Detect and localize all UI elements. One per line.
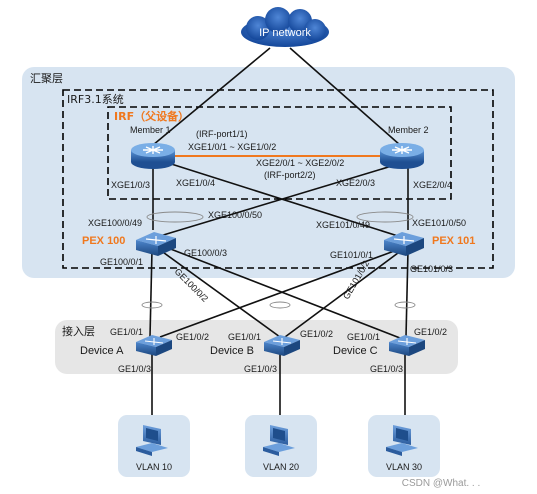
vlan10-pc-icon <box>136 425 168 456</box>
port-m1-xge103: XGE1/0/3 <box>111 180 150 190</box>
port-devb-ge3: GE1/0/3 <box>244 364 277 374</box>
member2-router-icon <box>380 143 424 169</box>
port-m1-xge104: XGE1/0/4 <box>176 178 215 188</box>
device-a-label: Device A <box>80 345 124 357</box>
links <box>149 47 409 420</box>
access-layer-label: 接入层 <box>62 325 95 338</box>
vlan30-pc-icon <box>386 425 418 456</box>
vlan10-area: VLAN 10 <box>118 415 190 477</box>
port-pex101-xge50: XGE101/0/50 <box>412 218 466 228</box>
device-b-label: Device B <box>210 345 254 357</box>
irf-parent-label: IRF（父设备） <box>114 109 189 123</box>
vlan30-label: VLAN 30 <box>386 462 422 472</box>
port-m2-xge203: XGE2/0/3 <box>336 178 375 188</box>
port-devc-ge1: GE1/0/1 <box>347 332 380 342</box>
port-devb-ge2: GE1/0/2 <box>300 329 333 339</box>
port-pex100-xge49: XGE100/0/49 <box>88 218 142 228</box>
port-devc-ge2: GE1/0/2 <box>414 327 447 337</box>
port-m2-xge204: XGE2/0/4 <box>413 180 452 190</box>
port-pex101-xge49: XGE101/0/49 <box>316 220 370 230</box>
member1-router-icon <box>131 143 175 169</box>
port-pex101-ge3: GE101/0/3 <box>410 264 453 274</box>
device-a-switch-icon <box>136 335 172 356</box>
port-pex100-ge3: GE100/0/3 <box>184 248 227 258</box>
cloud-label: IP network <box>259 27 311 39</box>
pex100-label: PEX 100 <box>82 235 125 247</box>
irf-system-box <box>62 89 494 269</box>
vlan20-area: VLAN 20 <box>245 415 317 477</box>
vlan10-label: VLAN 10 <box>136 462 172 472</box>
device-c-label: Device C <box>333 345 378 357</box>
vlan30-area: VLAN 30 <box>368 415 440 477</box>
link-aggregation-ellipses <box>141 211 416 309</box>
irf-port1-label: (IRF-port1/1) <box>196 129 248 139</box>
ip-network-cloud: IP network <box>241 7 329 47</box>
port-devb-ge1: GE1/0/1 <box>228 332 261 342</box>
member1-label: Member 1 <box>130 125 171 135</box>
port-pex101-ge1: GE101/0/1 <box>330 250 373 260</box>
vlan20-pc-icon <box>263 425 295 456</box>
pex100-switch-icon <box>136 232 176 256</box>
irf-port1-links: XGE1/0/1 ~ XGE1/0/2 <box>188 142 276 152</box>
irf-port2-links: XGE2/0/1 ~ XGE2/0/2 <box>256 158 344 168</box>
port-pex100-xge50: XGE100/0/50 <box>208 210 262 220</box>
device-c-switch-icon <box>389 335 425 356</box>
watermark: CSDN @What. . . <box>402 478 481 489</box>
irf-port2-label: (IRF-port2/2) <box>264 170 316 180</box>
device-b-switch-icon <box>264 335 300 356</box>
aggregation-layer-area <box>22 67 515 278</box>
port-pex100-ge1: GE100/0/1 <box>100 257 143 267</box>
pex101-switch-icon <box>384 232 424 256</box>
irf-system-label: IRF3.1系统 <box>67 93 124 106</box>
aggregation-layer-label: 汇聚层 <box>30 72 63 85</box>
port-deva-ge2: GE1/0/2 <box>176 332 209 342</box>
port-devc-ge3: GE1/0/3 <box>370 364 403 374</box>
member2-label: Member 2 <box>388 125 429 135</box>
vlan20-label: VLAN 20 <box>263 462 299 472</box>
port-deva-ge3: GE1/0/3 <box>118 364 151 374</box>
port-deva-ge1: GE1/0/1 <box>110 327 143 337</box>
access-layer-area <box>55 320 458 374</box>
pex101-label: PEX 101 <box>432 235 475 247</box>
